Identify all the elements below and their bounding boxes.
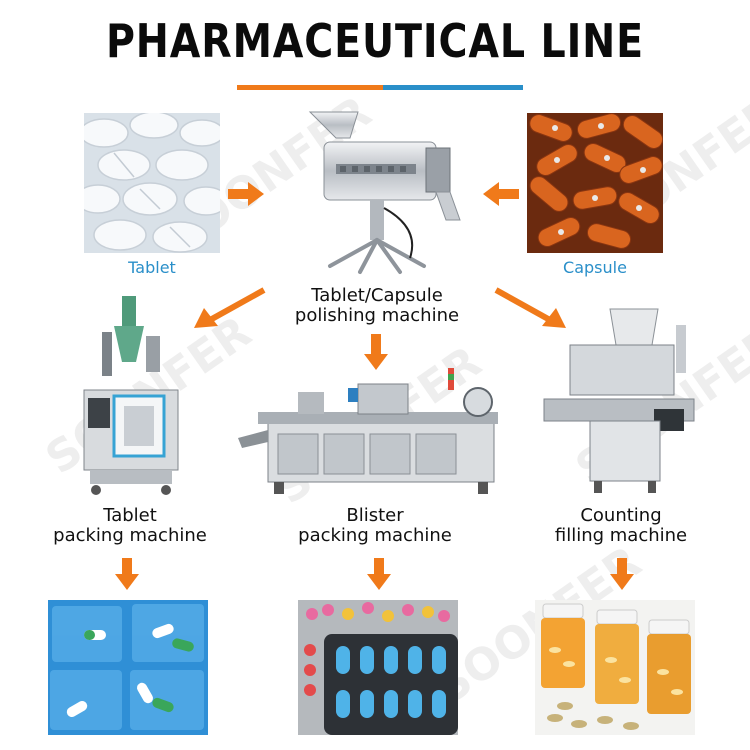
title-underline-blue (383, 85, 523, 90)
tablet-sachets-photo (48, 600, 208, 735)
capsule-photo (527, 113, 663, 253)
arrow-down-icon (367, 558, 391, 590)
polishing-machine-image (300, 108, 475, 278)
polishing-machine-label-line1: Tablet/Capsule (311, 285, 443, 306)
polishing-machine-label-line2: polishing machine (294, 305, 460, 326)
tablet-label: Tablet (128, 258, 176, 277)
arrow-down-left-icon (194, 287, 266, 328)
arrow-left-icon (483, 182, 519, 206)
arrow-down-icon (610, 558, 634, 590)
blister-packing-label-line2: packing machine (298, 525, 452, 546)
blister-packing-label-line1: Blister (346, 505, 404, 526)
polishing-machine-label: Tablet/Capsule polishing machine (252, 286, 502, 326)
counting-filling-label-line1: Counting (580, 505, 662, 526)
tablet-packing-label-line1: Tablet (103, 505, 157, 526)
page-title: PHARMACEUTICAL LINE (105, 14, 645, 68)
blister-packs-photo (298, 600, 458, 735)
counting-filling-machine-label: Counting filling machine (514, 506, 728, 546)
blister-packing-machine-image (238, 362, 508, 500)
blister-packing-machine-label: Blister packing machine (262, 506, 488, 546)
tablet-packing-machine-label: Tablet packing machine (20, 506, 240, 546)
counting-filling-machine-image (540, 305, 700, 500)
capsule-label: Capsule (563, 258, 627, 277)
title-underline-orange (237, 85, 383, 90)
pill-bottles-photo (535, 600, 695, 735)
tablet-packing-label-line2: packing machine (53, 525, 207, 546)
counting-filling-label-line2: filling machine (554, 525, 688, 546)
arrow-down-icon (115, 558, 139, 590)
tablet-packing-machine-image (76, 292, 186, 497)
arrow-down-icon (364, 334, 388, 370)
arrow-right-icon (228, 182, 264, 206)
tablet-photo (84, 113, 220, 253)
arrow-down-right-icon (494, 287, 566, 328)
